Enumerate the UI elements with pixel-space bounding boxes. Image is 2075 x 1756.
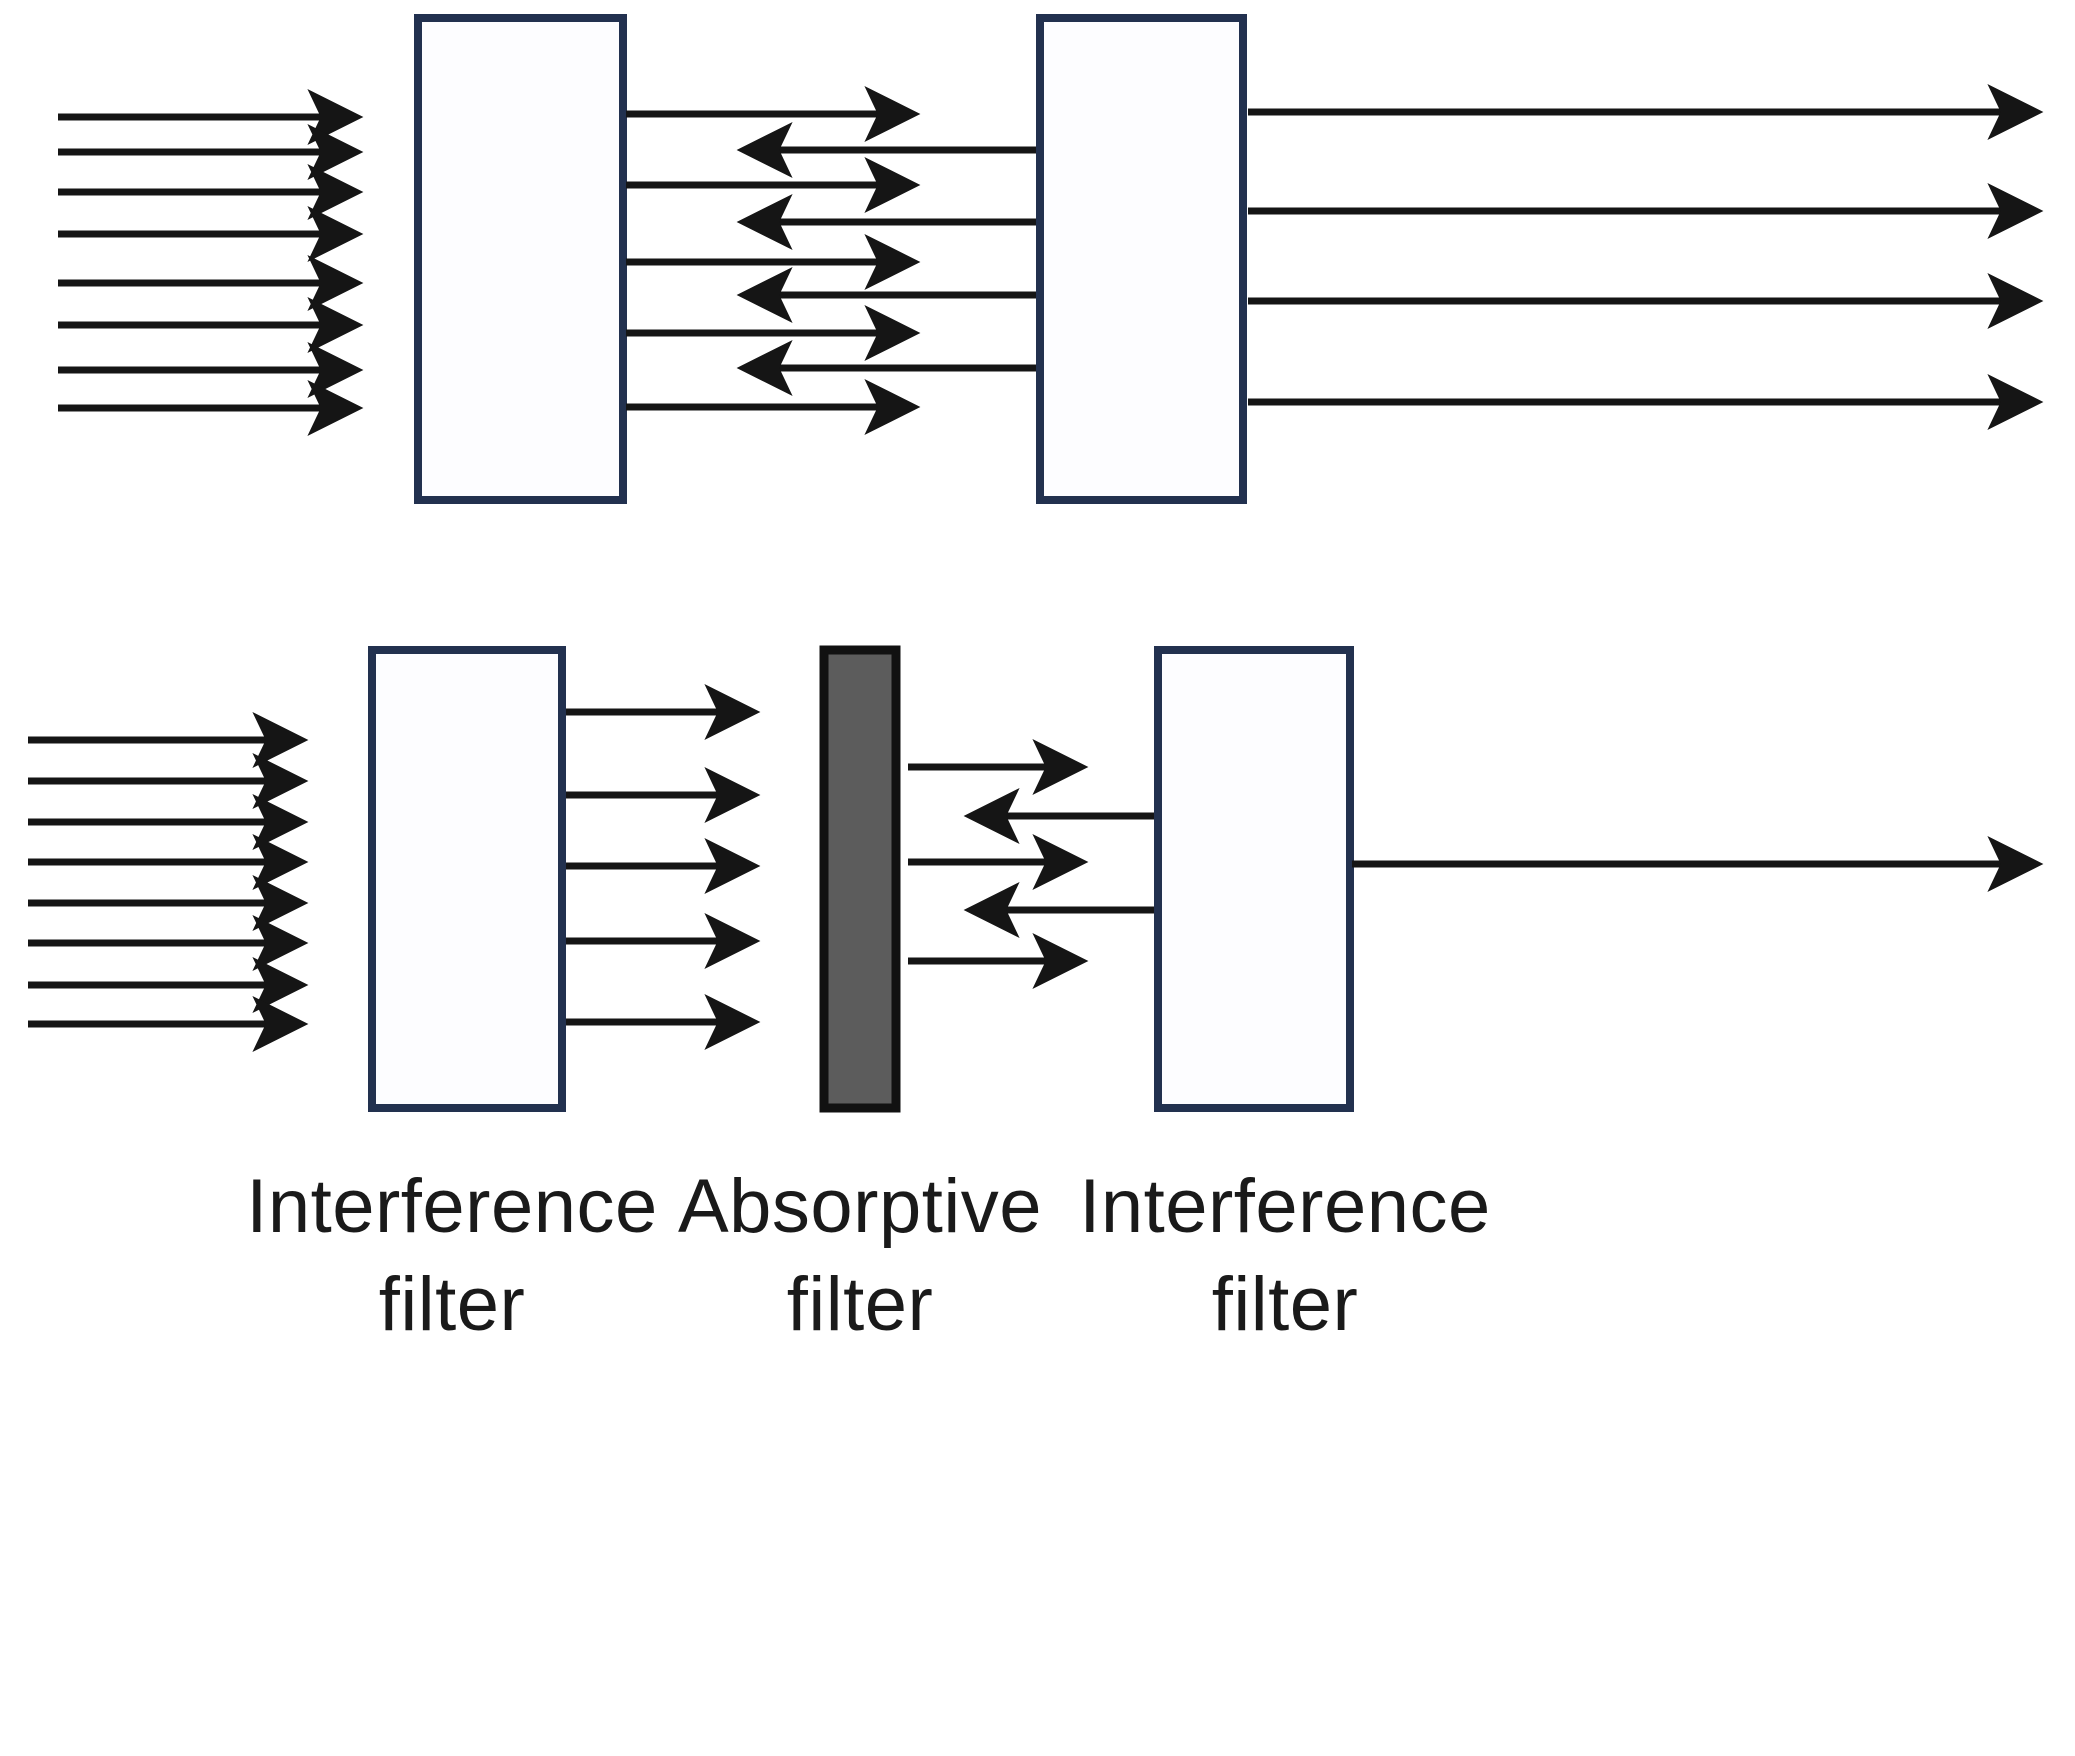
incident-rays	[58, 89, 364, 436]
bottom-panel	[28, 645, 2044, 1113]
interference-filter-1[interactable]	[414, 14, 627, 504]
absorptive-forward-rays	[908, 739, 1089, 989]
label-interference-filter-right-line1: Interference	[1079, 1164, 1491, 1249]
interference-filter-4[interactable]	[1154, 646, 1354, 1112]
top-panel	[58, 14, 2044, 504]
interference-filter-2[interactable]	[1036, 14, 1247, 504]
filter3-output-rays	[566, 684, 761, 1050]
absorptive-filter[interactable]	[819, 645, 901, 1113]
label-absorptive-filter-line1: Absorptive	[678, 1164, 1042, 1249]
label-interference-filter-left: Interference filter	[246, 1164, 658, 1347]
inter-filter-forward-rays	[626, 86, 921, 435]
inter-filter-backward-rays	[736, 122, 1038, 396]
label-interference-filter-right-line2: filter	[1212, 1262, 1359, 1347]
interference-filter-3[interactable]	[368, 646, 566, 1112]
transmitted-rays	[1248, 84, 2044, 430]
label-interference-filter-right: Interference filter	[1079, 1164, 1491, 1347]
absorptive-backward-rays	[963, 788, 1156, 938]
label-interference-filter-left-line1: Interference	[246, 1164, 658, 1249]
label-group: Interference filter Absorptive filter In…	[246, 1164, 1491, 1347]
label-interference-filter-left-line2: filter	[379, 1262, 526, 1347]
incident-rays-bottom	[28, 712, 309, 1052]
label-absorptive-filter: Absorptive filter	[678, 1164, 1042, 1347]
label-absorptive-filter-line2: filter	[787, 1262, 934, 1347]
